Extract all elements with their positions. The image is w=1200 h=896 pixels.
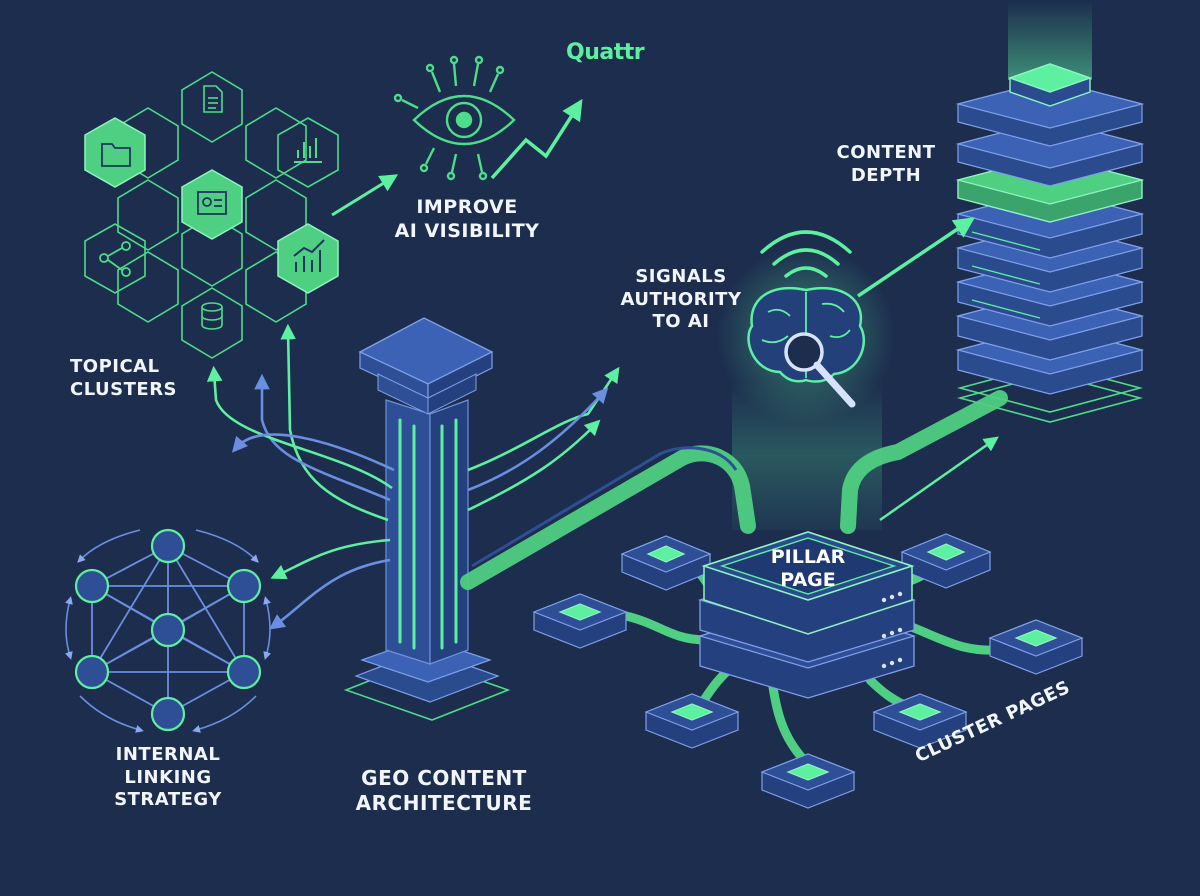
folder-icon xyxy=(101,143,131,167)
cluster-page xyxy=(988,619,1084,675)
signals-line-2: AUTHORITY xyxy=(620,288,742,310)
geo-line-2: ARCHITECTURE xyxy=(355,791,533,815)
pillar-line-1: PILLAR xyxy=(770,546,846,568)
pillar-page-label: PILLAR PAGE xyxy=(748,546,868,592)
brain-search-icon xyxy=(747,286,865,408)
improve-line-1: IMPROVE xyxy=(416,196,518,218)
hex-outline xyxy=(245,107,307,179)
cluster-page xyxy=(760,753,856,809)
blue-pathway xyxy=(471,446,738,568)
bar-chart-icon xyxy=(294,138,322,163)
visibility-arrow xyxy=(331,174,399,217)
improve-ai-visibility-label: IMPROVE AI VISIBILITY xyxy=(392,196,542,244)
content-depth-line-2: DEPTH xyxy=(850,164,922,186)
network-node xyxy=(226,654,262,690)
signals-line-3: TO AI xyxy=(652,311,710,332)
growth-arrow xyxy=(490,98,583,180)
cluster-page xyxy=(644,693,740,749)
network-node xyxy=(150,528,186,564)
hex-filled xyxy=(277,223,339,294)
content-depth-tower xyxy=(955,63,1145,423)
quattr-logo: Quattr xyxy=(566,40,645,65)
hex-outline-left xyxy=(84,223,146,294)
pillar-page-block xyxy=(697,531,917,699)
network-node xyxy=(226,568,262,604)
green-pathway xyxy=(460,445,756,590)
share-nodes-icon xyxy=(99,241,131,277)
hex-outline-right xyxy=(277,117,339,188)
internal-line-2: LINKING xyxy=(124,766,212,788)
geo-content-pillar xyxy=(343,317,511,721)
green-pathway-right xyxy=(840,390,1008,534)
cluster-page xyxy=(872,693,968,749)
trend-chart-icon xyxy=(293,239,325,272)
network-node xyxy=(150,696,186,732)
topical-line-2: CLUSTERS xyxy=(70,378,178,400)
geo-line-1: GEO CONTENT xyxy=(361,766,527,790)
geo-content-architecture-label: GEO CONTENT ARCHITECTURE xyxy=(342,766,546,816)
cluster-page xyxy=(900,533,992,589)
hex-outline xyxy=(181,71,243,143)
internal-linking-label: INTERNAL LINKING STRATEGY xyxy=(80,744,256,812)
hex-filled xyxy=(84,117,146,188)
topical-line-1: TOPICAL xyxy=(70,356,160,377)
cluster-page-blocks xyxy=(532,533,1084,809)
pillar-line-2: PAGE xyxy=(780,568,836,591)
database-icon xyxy=(201,302,223,330)
green-link-right xyxy=(879,436,999,522)
flow-lines xyxy=(206,323,620,630)
hex-outline xyxy=(117,251,179,323)
network-node xyxy=(74,568,110,604)
cluster-page xyxy=(620,535,712,591)
network-node xyxy=(150,612,186,648)
presentation-icon xyxy=(197,191,227,215)
topical-clusters-hex-group xyxy=(117,71,307,359)
network-node xyxy=(74,654,110,690)
hex-outline xyxy=(245,179,307,251)
content-depth-line-1: CONTENT xyxy=(836,142,936,163)
cluster-page xyxy=(532,593,628,649)
internal-line-1: INTERNAL xyxy=(115,744,221,765)
hex-filled xyxy=(181,169,243,240)
content-depth-label: CONTENT DEPTH xyxy=(826,142,946,187)
hex-outline xyxy=(181,215,243,287)
signals-authority-label: SIGNALS AUTHORITY TO AI xyxy=(606,266,756,334)
topical-clusters-label: TOPICAL CLUSTERS xyxy=(70,356,198,401)
internal-line-3: STRATEGY xyxy=(114,789,222,810)
document-icon xyxy=(203,85,223,113)
improve-line-2: AI VISIBILITY xyxy=(394,219,540,242)
eye-circuit-icon xyxy=(393,55,516,181)
internal-linking-network xyxy=(65,528,271,733)
wifi-signal-icon xyxy=(760,230,852,278)
hex-outline xyxy=(117,179,179,251)
signals-line-1: SIGNALS xyxy=(635,266,727,287)
hex-outline xyxy=(181,287,243,359)
